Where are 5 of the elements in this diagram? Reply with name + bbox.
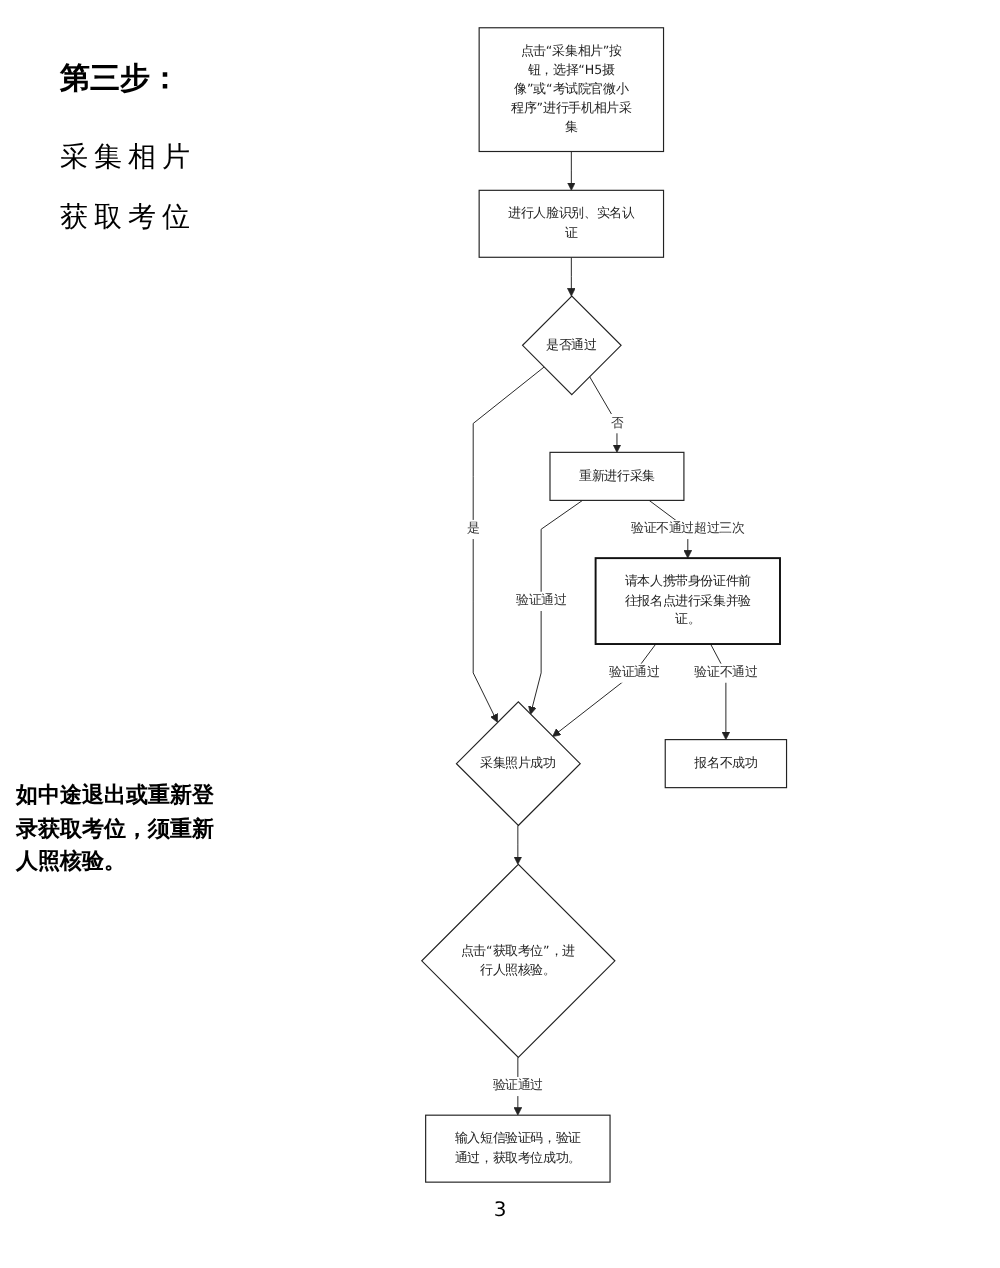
side-label: 获取考位	[60, 200, 196, 236]
step-heading: 第三步：	[60, 60, 180, 98]
side-label: 采集相片	[60, 140, 196, 176]
note-text: 如中途退出或重新登录获取考位，须重新人照核验。	[16, 780, 216, 878]
page-number: 3	[491, 1200, 509, 1222]
